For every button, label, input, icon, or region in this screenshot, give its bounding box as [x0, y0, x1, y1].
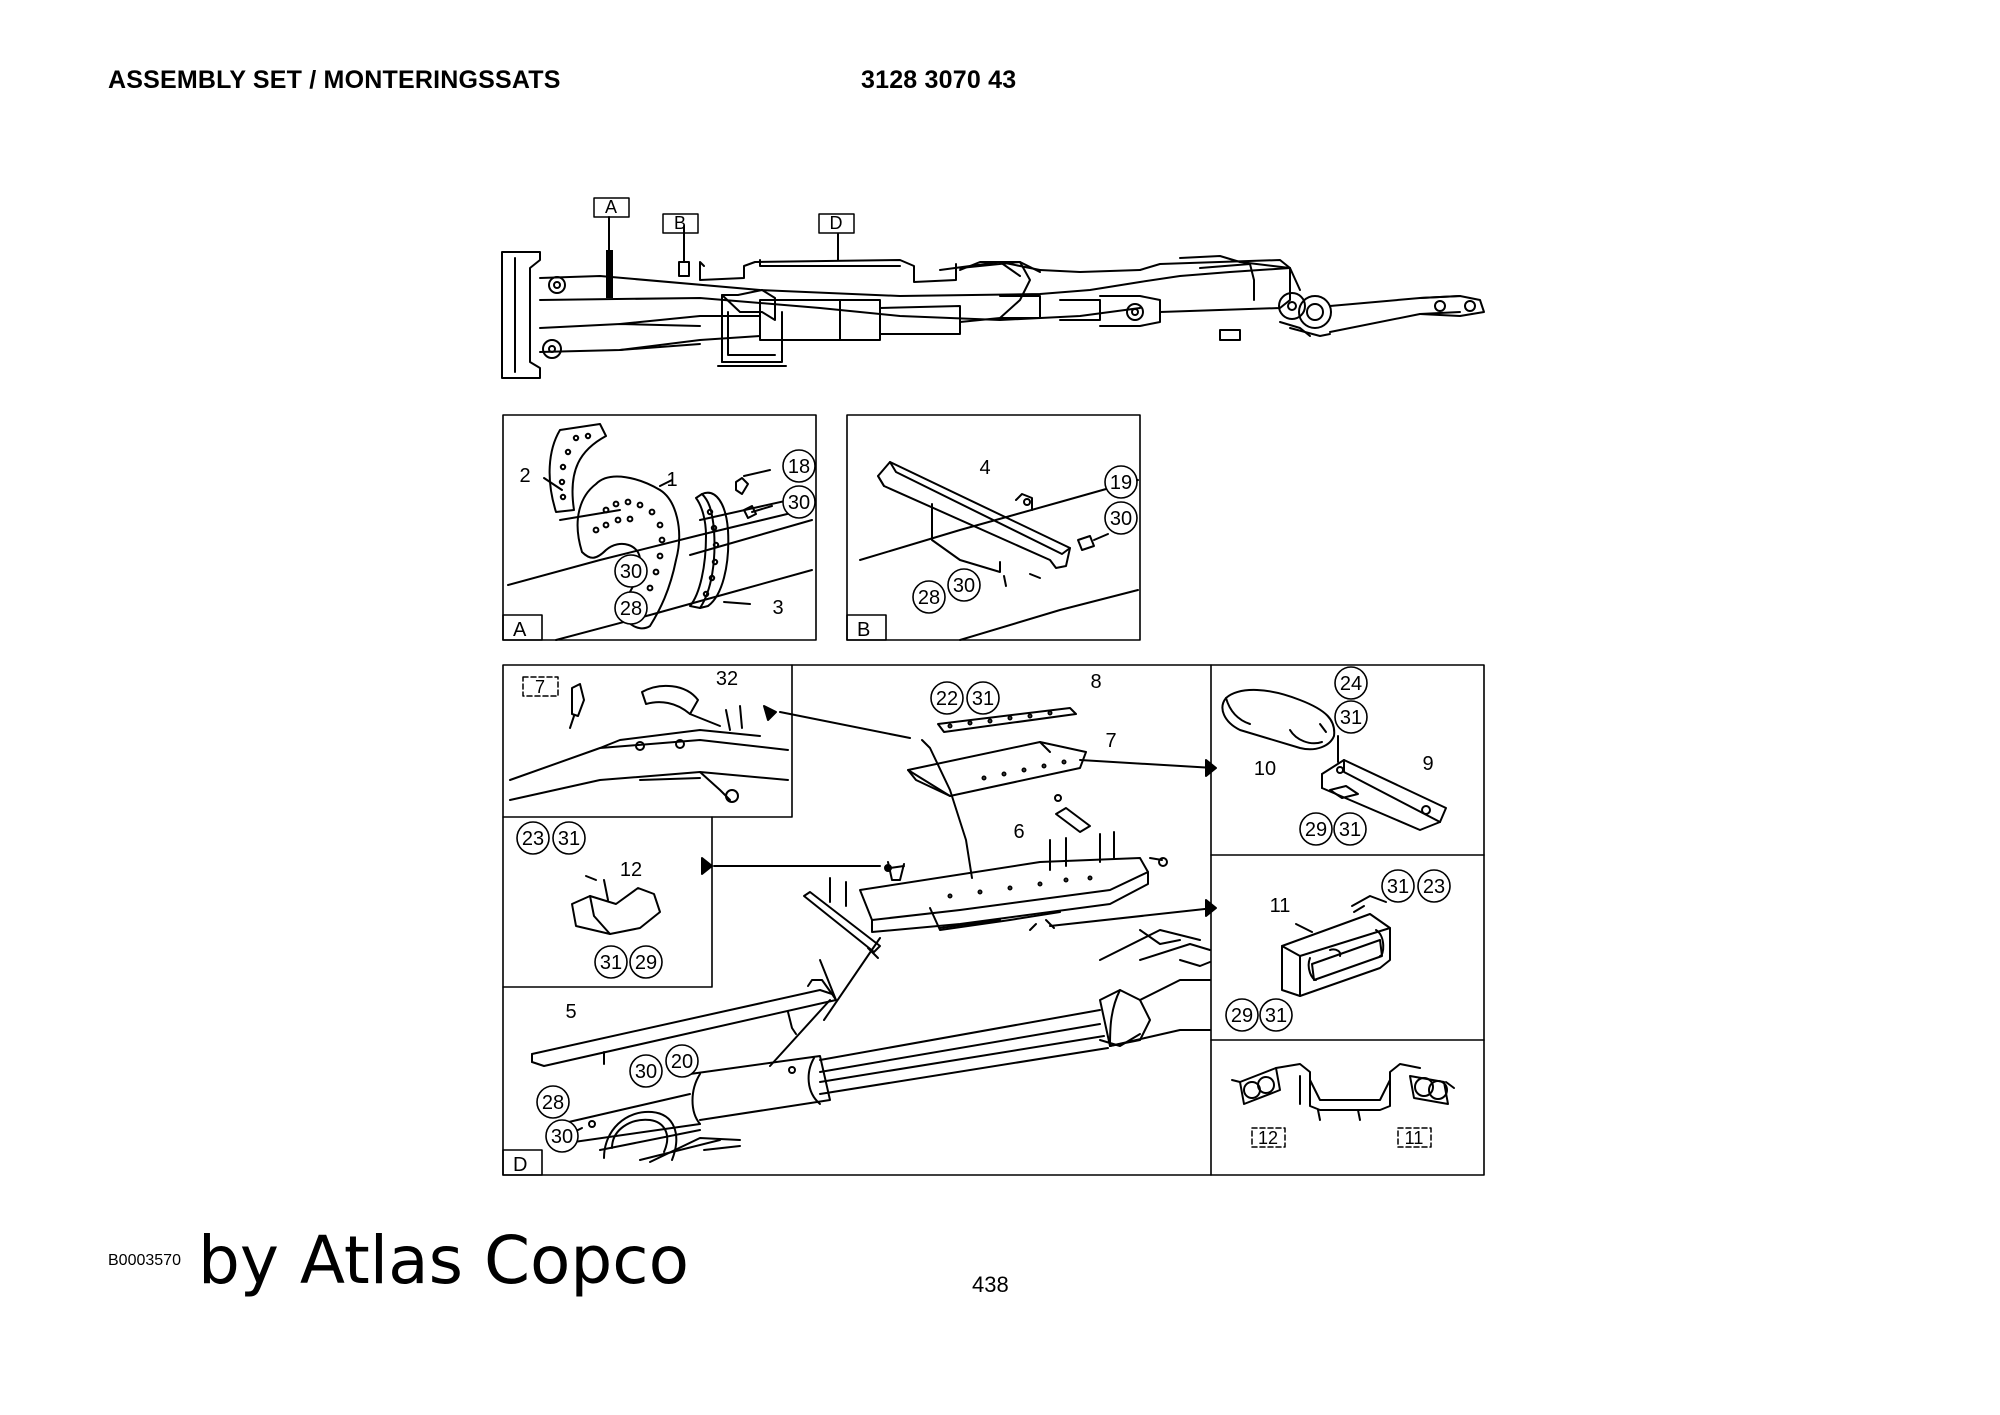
- svg-text:B: B: [674, 213, 686, 233]
- callout-31-11: 31: [1334, 700, 1368, 734]
- callout-31-18: 31: [1381, 869, 1415, 903]
- callout-29-12: 29: [1299, 812, 1333, 846]
- callout-30-1: 30: [782, 485, 816, 519]
- callout-22-8: 22: [930, 681, 964, 715]
- callout-number: 30: [788, 492, 810, 514]
- callout-28-24: 28: [536, 1085, 570, 1119]
- callout-number: 30: [953, 575, 975, 597]
- callout-23-19: 23: [1417, 869, 1451, 903]
- callout-number: 18: [788, 456, 810, 478]
- overview-tag-b: B: [662, 213, 699, 234]
- part-label-10: 10: [1254, 758, 1276, 780]
- part-label-7: 7: [1105, 730, 1116, 752]
- callout-number: 20: [671, 1051, 693, 1073]
- callout-20-23: 20: [665, 1044, 699, 1078]
- panel-a-label: A: [513, 619, 527, 641]
- callout-number: 30: [620, 561, 642, 583]
- ref-box-7: 7: [535, 677, 545, 697]
- page-title: ASSEMBLY SET / MONTERINGSSATS: [108, 66, 561, 94]
- drawing-reference: B0003570: [108, 1252, 181, 1269]
- callout-number: 19: [1110, 472, 1132, 494]
- panel-d-label: D: [513, 1154, 527, 1176]
- callout-number: 30: [635, 1061, 657, 1083]
- svg-text:D: D: [830, 213, 843, 233]
- callout-number: 31: [1340, 707, 1362, 729]
- overview-tag-d: D: [818, 213, 855, 234]
- page-number: 438: [972, 1272, 1009, 1297]
- callout-24-10: 24: [1334, 666, 1368, 700]
- callout-number: 23: [1423, 876, 1445, 898]
- part-4-bracket: [877, 461, 1071, 569]
- callout-number: 22: [936, 688, 958, 710]
- part-label-4: 4: [979, 457, 990, 479]
- part-label-11: 11: [1270, 895, 1291, 917]
- ref-box-12: 12: [1258, 1128, 1278, 1148]
- part-label-3: 3: [772, 597, 783, 619]
- callout-number: 29: [1305, 819, 1327, 841]
- part-number: 3128 3070 43: [861, 66, 1017, 94]
- callout-29-20: 29: [1225, 998, 1259, 1032]
- callout-28-3: 28: [614, 591, 648, 625]
- panel-d: D 7: [502, 664, 1485, 1176]
- panel-b-label: B: [857, 619, 870, 641]
- overview-part-d: [699, 233, 957, 283]
- part-label-1: 1: [666, 469, 677, 491]
- callout-31-13: 31: [1333, 812, 1367, 846]
- callout-19-4: 19: [1104, 465, 1138, 499]
- callout-number: 31: [972, 688, 994, 710]
- callout-31-16: 31: [594, 945, 628, 979]
- overview-part-a: [606, 216, 613, 298]
- part-label-9: 9: [1422, 753, 1433, 775]
- part-3-plate: [699, 491, 730, 609]
- callout-29-17: 29: [629, 945, 663, 979]
- part-label-8: 8: [1090, 671, 1101, 693]
- callout-31-21: 31: [1259, 998, 1293, 1032]
- callout-28-6: 28: [912, 580, 946, 614]
- callout-number: 30: [551, 1126, 573, 1148]
- callout-number: 30: [1110, 508, 1132, 530]
- callout-number: 31: [1339, 819, 1361, 841]
- callout-number: 28: [620, 598, 642, 620]
- callout-number: 31: [600, 952, 622, 974]
- callout-30-5: 30: [1104, 501, 1138, 535]
- callout-30-22: 30: [629, 1054, 663, 1088]
- svg-text:A: A: [605, 197, 617, 217]
- panel-b: B: [846, 414, 1141, 641]
- boom-overview: [501, 251, 1485, 379]
- callout-number: 23: [522, 828, 544, 850]
- callout-number: 29: [1231, 1005, 1253, 1027]
- part-label-2: 2: [519, 465, 530, 487]
- callout-30-2: 30: [614, 554, 648, 588]
- callout-30-25: 30: [545, 1119, 579, 1153]
- callout-23-14: 23: [516, 821, 550, 855]
- part-label-5: 5: [565, 1001, 576, 1023]
- ref-box-11: 11: [1405, 1128, 1424, 1148]
- callout-number: 31: [558, 828, 580, 850]
- panel-a: A: [502, 414, 817, 641]
- callout-number: 28: [542, 1092, 564, 1114]
- byline: by Atlas Copco: [198, 1222, 689, 1299]
- callout-number: 24: [1340, 673, 1362, 695]
- part-label-12: 12: [620, 859, 642, 881]
- callout-31-15: 31: [552, 821, 586, 855]
- callout-number: 29: [635, 952, 657, 974]
- callout-number: 31: [1387, 876, 1409, 898]
- callout-30-7: 30: [947, 568, 981, 602]
- callout-number: 28: [918, 587, 940, 609]
- callout-number: 31: [1265, 1005, 1287, 1027]
- overview-tag-a: A: [593, 197, 630, 218]
- callout-18-0: 18: [782, 449, 816, 483]
- callout-31-9: 31: [966, 681, 1000, 715]
- part-2-bracket: [548, 423, 607, 513]
- part-label-6: 6: [1013, 821, 1024, 843]
- overview-part-b: [678, 225, 690, 277]
- part-label-32: 32: [716, 668, 738, 690]
